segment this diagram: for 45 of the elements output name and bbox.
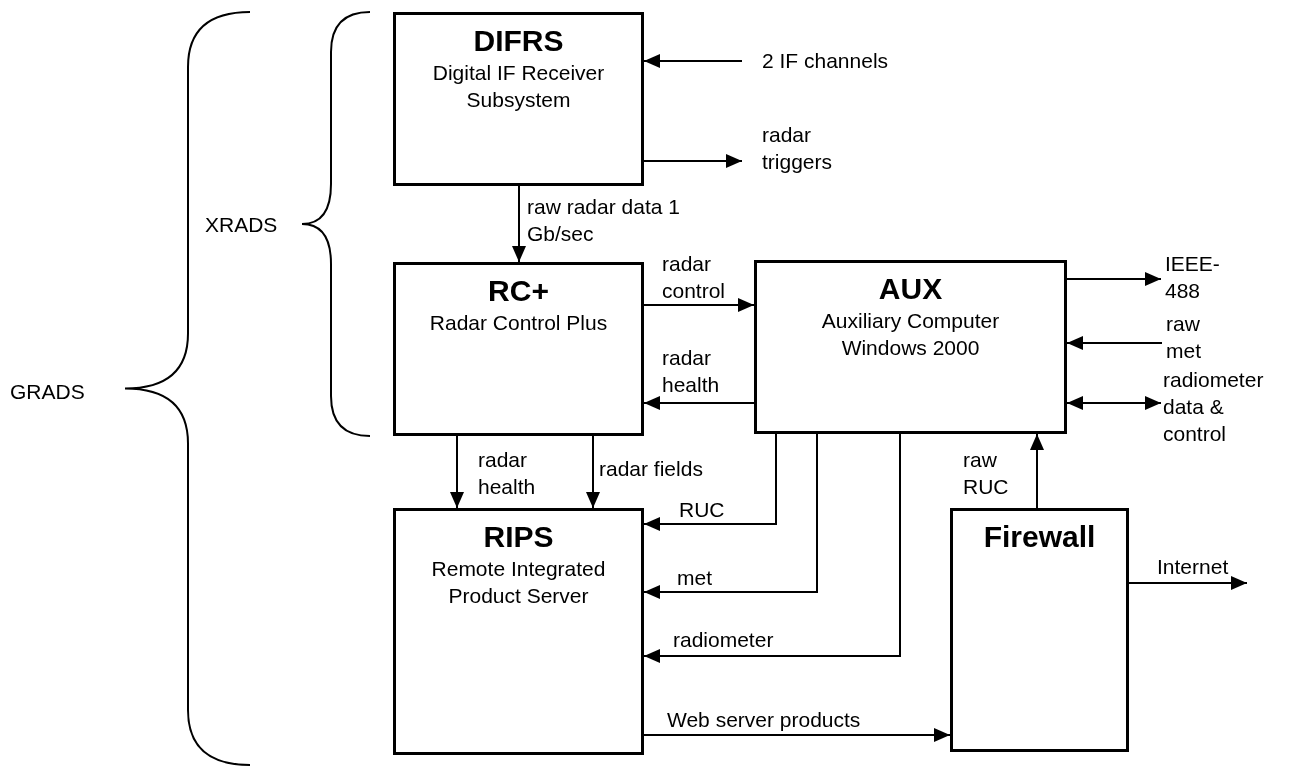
process-box [950,508,1129,752]
edge-label: 2 IF channels [762,48,889,74]
edge-label: Internet [1157,554,1229,580]
box-description: Radar Control Plus [429,310,608,336]
box-description: Remote Integrated Product Server [430,556,607,609]
box-title: RIPS [483,519,554,555]
process-box [393,262,644,436]
process-box [393,12,644,186]
edge-label: radar triggers [762,122,834,175]
group-label: GRADS [10,379,85,405]
arrow [1128,576,1248,590]
edge-label: raw RUC [963,447,1010,500]
edge-label: radar control [662,251,727,304]
box-title: DIFRS [473,23,564,59]
edge-label: radiometer data & control [1163,367,1265,447]
process-box [754,260,1067,434]
edge-label: radar health [662,345,721,398]
process-box [393,508,644,755]
box-title: Firewall [983,519,1096,555]
arrow [643,54,743,68]
arrow [643,396,755,410]
box-title: AUX [878,271,943,307]
edge-label: met [677,565,712,591]
box-title: RC+ [488,273,549,309]
arrow [512,185,526,263]
edge-label: radiometer [673,627,774,653]
arrow [450,435,464,509]
edge-label: radar health [478,447,537,500]
edge-label: RUC [679,497,725,523]
arrow [643,298,755,312]
arrow [586,435,600,509]
arrow [643,433,818,599]
arrow [643,433,777,531]
edge-label: Web server products [667,707,861,733]
arrow [1066,336,1163,350]
edge-label: radar fields [599,456,703,482]
group-label: XRADS [205,212,278,238]
arrow [643,154,743,168]
arrow [1066,396,1162,410]
arrow [643,433,901,663]
box-description: Digital IF Receiver Subsystem [431,60,606,113]
arrow [1066,272,1162,286]
arrow [643,728,951,742]
box-description: Auxiliary Computer Windows 2000 [820,308,1001,361]
arrow [1030,433,1044,509]
